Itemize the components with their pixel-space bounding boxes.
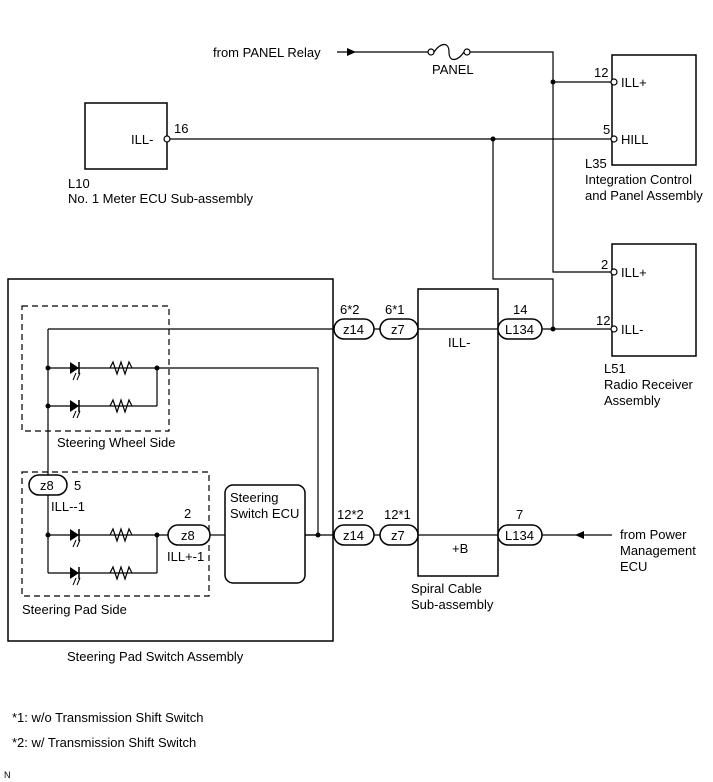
from-panel-relay-label: from PANEL Relay — [213, 45, 321, 60]
l35-pin-hill: HILL — [621, 132, 648, 147]
l35-name-line1: Integration Control — [585, 172, 692, 187]
l51-box — [611, 243, 697, 357]
connector-z7-bot-pin: 12*1 — [384, 507, 411, 522]
from-power-line3: ECU — [620, 559, 647, 574]
l35-pin-ill-plus-num: 12 — [594, 65, 608, 80]
footnote-1: *1: w/o Transmission Shift Switch — [12, 710, 203, 725]
corner-mark: N — [4, 770, 11, 780]
l10-pin-num: 16 — [174, 121, 188, 136]
spiral-plus-b: +B — [452, 541, 468, 556]
wire-ill-minus-branch — [492, 139, 554, 329]
assembly-box — [7, 278, 334, 642]
wire-fuse-out — [470, 51, 612, 83]
resistors — [109, 360, 133, 581]
led-icon — [69, 566, 80, 580]
l35-box — [611, 54, 697, 166]
l35-pin-hill-num: 5 — [603, 122, 610, 137]
connector-l134-bot — [497, 524, 543, 546]
connectors — [28, 318, 543, 546]
connector-z14-bot-label: z14 — [343, 528, 364, 543]
steering-switch-ecu-line1: Steering — [230, 490, 278, 505]
l51-code: L51 — [604, 361, 626, 376]
l51-name-line1: Radio Receiver — [604, 377, 694, 392]
connector-z8-left-label: z8 — [40, 478, 54, 493]
connector-z14-top-label: z14 — [343, 322, 364, 337]
l35-name-line2: and Panel Assembly — [585, 188, 703, 203]
connector-z14-top — [333, 318, 375, 340]
led-icon — [69, 528, 80, 542]
connector-z8-left-signal: ILL--1 — [51, 499, 85, 514]
assembly-name: Steering Pad Switch Assembly — [67, 649, 244, 664]
connector-l134-top — [497, 318, 543, 340]
l51-pin-ill-plus-num: 2 — [601, 257, 608, 272]
pad-side-box — [21, 471, 210, 597]
connector-z7-bot-label: z7 — [391, 528, 405, 543]
l51-pin-ill-minus: ILL- — [621, 322, 643, 337]
wheel-side-box — [21, 305, 170, 432]
led-icons — [69, 361, 81, 586]
l51-name-line2: Assembly — [604, 393, 661, 408]
from-power-line1: from Power — [620, 527, 687, 542]
l10-code: L10 — [68, 176, 90, 191]
from-power-line2: Management — [620, 543, 696, 558]
connector-z7-top-pin: 6*1 — [385, 302, 405, 317]
arrow-right-icon — [347, 48, 356, 56]
connector-z8-left-pin: 5 — [74, 478, 81, 493]
l10-pin-label: ILL- — [131, 132, 153, 147]
connector-l134-top-label: L134 — [505, 322, 534, 337]
l51-pin-ill-minus-num: 12 — [596, 313, 610, 328]
l35-pin-ill-plus: ILL+ — [621, 75, 647, 90]
l35-code: L35 — [585, 156, 607, 171]
connector-z14-bot-pin: 12*2 — [337, 507, 364, 522]
connector-z8-right-signal: ILL+-1 — [167, 549, 204, 564]
wheel-side-label: Steering Wheel Side — [57, 435, 176, 450]
l51-pin-ill-plus: ILL+ — [621, 265, 647, 280]
connector-z8-right-label: z8 — [181, 528, 195, 543]
connector-z8-left — [28, 474, 68, 496]
spiral-ill-minus: ILL- — [448, 335, 470, 350]
pin-circles — [163, 78, 618, 333]
splice-dots — [45, 79, 556, 538]
connector-z7-top-label: z7 — [391, 322, 405, 337]
l10-box — [84, 102, 168, 170]
steering-switch-ecu-box — [224, 484, 306, 584]
connector-z7-top — [379, 318, 419, 340]
l10-name: No. 1 Meter ECU Sub-assembly — [68, 191, 253, 206]
connector-l134-top-pin: 14 — [513, 302, 527, 317]
connector-z14-top-pin: 6*2 — [340, 302, 360, 317]
spiral-name-line1: Spiral Cable — [411, 581, 482, 596]
connector-l134-bot-label: L134 — [505, 528, 534, 543]
connector-z14-bot — [333, 524, 375, 546]
pad-side-label: Steering Pad Side — [22, 602, 127, 617]
connector-l134-bot-pin: 7 — [516, 507, 523, 522]
footnote-2: *2: w/ Transmission Shift Switch — [12, 735, 196, 750]
led-icon — [69, 361, 80, 375]
fuse-icon — [427, 43, 471, 61]
led-icon — [69, 399, 80, 413]
connector-z7-bot — [379, 524, 419, 546]
spiral-cable-box — [417, 288, 499, 577]
steering-switch-ecu-line2: Switch ECU — [230, 506, 299, 521]
wire-ill-plus-branch — [552, 82, 612, 273]
connector-z8-right-pin: 2 — [184, 506, 191, 521]
fuse-label: PANEL — [432, 62, 474, 77]
connector-z8-right — [167, 524, 211, 546]
spiral-name-line2: Sub-assembly — [411, 597, 494, 612]
